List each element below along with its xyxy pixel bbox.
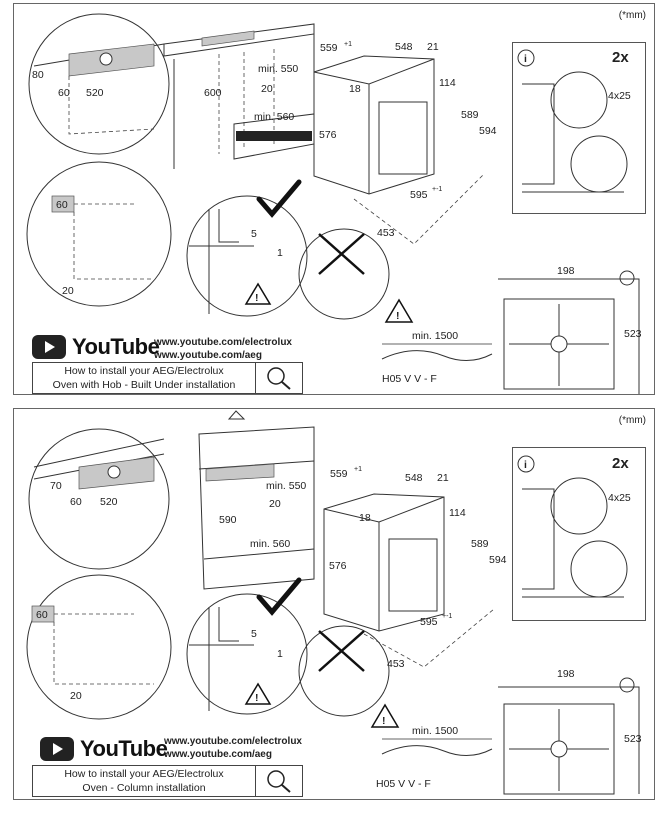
dim-18: 18 [349,83,361,95]
dim-60a: 60 [58,87,70,99]
dim-1: 1 [277,247,283,259]
dim-198: 198 [557,265,575,277]
dim-594: 594 [479,125,497,137]
svg-text:!: ! [255,292,259,304]
dim-576: 576 [329,560,347,572]
howto-text: How to install your AEG/Electrolux Oven … [33,766,256,796]
cable-min: min. 1500 [412,330,458,342]
howto-line2: Oven - Column installation [82,782,206,794]
cable-min: min. 1500 [412,725,458,737]
dim-60a: 60 [70,496,82,508]
dim-595: 595 [410,189,428,201]
info-icon: i [524,459,527,471]
search-icon[interactable] [256,363,302,393]
dim-559-sup: +1 [344,41,352,48]
dim-min550: min. 550 [266,480,306,492]
hob-cutout-box [498,266,648,388]
multiplier: 2x [612,455,629,472]
dim-576: 576 [319,129,337,141]
url-aeg[interactable]: www.youtube.com/aeg [164,749,272,760]
dim-114: 114 [449,507,466,519]
cable-type: H05 V V - F [376,778,431,790]
dim-589: 589 [461,109,479,121]
search-icon[interactable] [256,766,302,796]
url-electrolux[interactable]: www.youtube.com/electrolux [164,736,302,747]
dim-60b: 60 [56,199,68,211]
info-icon: i [524,53,527,65]
dim-80: 80 [32,69,44,81]
dim-18: 18 [359,512,371,524]
dim-min550: min. 550 [258,63,298,75]
dim-595-sup: +-1 [432,186,442,193]
svg-text:!: ! [396,310,400,322]
dim-5: 5 [251,228,257,240]
built-under-diagram: 600 min. 550 20 min. 560 80 60 520 60 20… [26,13,642,394]
dim-523: 523 [624,328,642,340]
dim-114: 114 [439,77,456,89]
youtube-wordmark: YouTube [72,334,160,359]
dim-453: 453 [377,227,395,239]
unit-note: (*mm) [618,10,646,21]
youtube-wordmark: YouTube [80,736,168,761]
youtube-play-icon [32,335,66,359]
dim-559-sup: +1 [354,466,362,473]
dim-60b: 60 [36,609,48,621]
unit-note: (*mm) [618,415,646,426]
howto-box[interactable]: How to install your AEG/Electrolux Oven … [32,362,303,394]
dim-548: 548 [405,472,423,484]
dim-600: 600 [204,87,222,99]
screw-detail-box [512,42,646,214]
dim-21: 21 [427,41,439,53]
screw-detail-box [512,447,646,621]
dim-198: 198 [557,668,575,680]
url-aeg[interactable]: www.youtube.com/aeg [154,350,262,361]
howto-box[interactable]: How to install your AEG/Electrolux Oven … [32,765,303,797]
panel-column: (*mm) 590 min. 550 20 min. 560 70 60 520… [13,408,655,800]
dim-594: 594 [489,554,507,566]
dim-20a: 20 [269,498,281,510]
dim-595-sup: +-1 [442,613,452,620]
dim-589: 589 [471,538,489,550]
youtube-urls: www.youtube.com/electrolux www.youtube.c… [164,735,302,761]
dim-20b: 20 [62,285,74,297]
screw-size: 4x25 [608,90,631,102]
howto-line1: How to install your AEG/Electrolux [64,365,224,377]
youtube-logo: YouTube [40,736,168,762]
dim-523: 523 [624,733,642,745]
multiplier: 2x [612,49,629,66]
dim-5: 5 [251,628,257,640]
youtube-urls: www.youtube.com/electrolux www.youtube.c… [154,336,292,362]
youtube-logo: YouTube [32,334,160,360]
screw-size: 4x25 [608,492,631,504]
dim-20a: 20 [261,83,273,95]
dim-595: 595 [420,616,438,628]
dim-559: 559 [320,42,338,54]
dim-20b: 20 [70,690,82,702]
dim-520: 520 [100,496,118,508]
url-electrolux[interactable]: www.youtube.com/electrolux [154,337,292,348]
dim-min560: min. 560 [254,111,294,123]
dim-520: 520 [86,87,104,99]
howto-line2: Oven with Hob - Built Under installation [52,379,236,391]
svg-text:!: ! [382,715,386,727]
dim-590: 590 [219,514,237,526]
youtube-play-icon [40,737,74,761]
dim-1: 1 [277,648,283,660]
dim-70: 70 [50,480,62,492]
howto-text: How to install your AEG/Electrolux Oven … [33,363,256,393]
howto-line1: How to install your AEG/Electrolux [64,768,224,780]
dim-548: 548 [395,41,413,53]
dim-min560: min. 560 [250,538,290,550]
cable-type: H05 V V - F [382,373,437,385]
column-diagram: 590 min. 550 20 min. 560 70 60 520 60 20… [26,410,642,795]
dim-559: 559 [330,468,348,480]
dim-453: 453 [387,658,405,670]
dim-21: 21 [437,472,449,484]
svg-text:!: ! [255,692,259,704]
panel-built-under: (*mm) 600 min. 550 20 min. 560 80 60 520… [13,3,655,395]
